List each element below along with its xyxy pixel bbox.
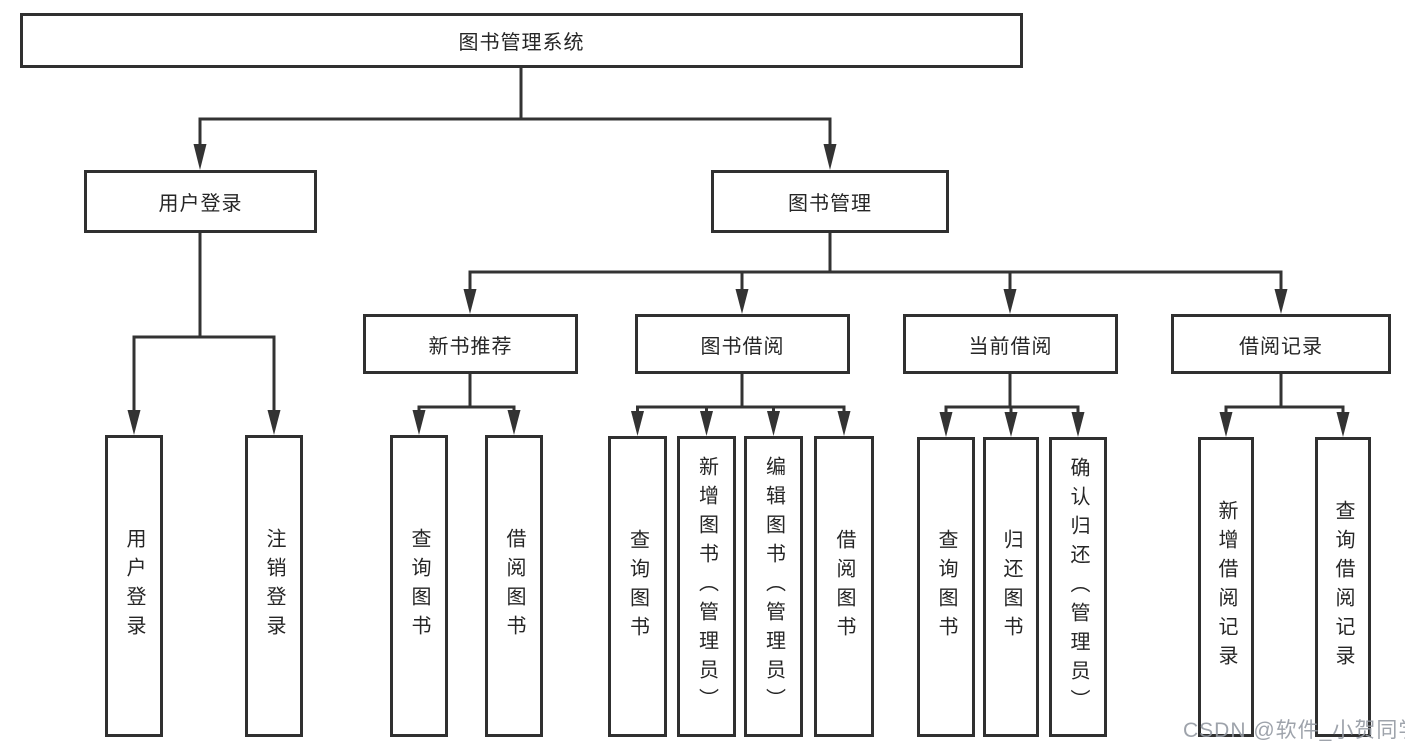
node-leaf-borrow-books-borrowing-label: 借阅图书	[833, 528, 855, 645]
node-leaf-return-books: 归还图书	[983, 437, 1039, 737]
node-leaf-query-books-borrowing: 查询图书	[608, 436, 667, 737]
node-book-borrowing-label: 图书借阅	[700, 335, 785, 358]
node-leaf-add-books-admin: 新增图书（管理员）	[677, 436, 736, 737]
node-leaf-add-borrow-record: 新增借阅记录	[1198, 437, 1254, 737]
node-leaf-logout: 注销登录	[245, 435, 303, 737]
node-leaf-borrow-books-recommend: 借阅图书	[485, 435, 543, 737]
node-leaf-confirm-return-admin: 确认归还（管理员）	[1049, 437, 1107, 737]
csdn-watermark: CSDN @软件_小贺同学	[1183, 719, 1405, 742]
node-leaf-add-books-admin-label: 新增图书（管理员）	[695, 456, 718, 717]
node-leaf-query-books-borrowing-label: 查询图书	[626, 528, 649, 645]
node-leaf-borrow-books-borrowing: 借阅图书	[814, 436, 874, 737]
node-leaf-edit-books-admin: 编辑图书（管理员）	[744, 436, 803, 737]
node-leaf-query-books-current-label: 查询图书	[935, 529, 957, 645]
node-library-system: 图书管理系统	[20, 13, 1023, 68]
node-leaf-user-login: 用户登录	[105, 435, 163, 737]
node-leaf-query-books-current: 查询图书	[917, 437, 975, 737]
node-new-book-recommend-label: 新书推荐	[428, 335, 513, 358]
node-leaf-edit-books-admin-label: 编辑图书（管理员）	[762, 456, 785, 717]
node-leaf-query-books-recommend: 查询图书	[390, 435, 448, 737]
node-user-login-label: 用户登录	[158, 193, 243, 215]
node-leaf-query-books-recommend-label: 查询图书	[408, 528, 430, 644]
node-new-book-recommend: 新书推荐	[363, 314, 578, 374]
node-leaf-query-borrow-record-label: 查询借阅记录	[1332, 500, 1354, 674]
node-leaf-logout-label: 注销登录	[263, 528, 285, 644]
node-leaf-query-borrow-record: 查询借阅记录	[1315, 437, 1371, 737]
node-current-borrowing-label: 当前借阅	[968, 335, 1053, 358]
node-leaf-return-books-label: 归还图书	[1000, 529, 1022, 645]
node-borrowing-records-label: 借阅记录	[1239, 335, 1323, 358]
node-book-management: 图书管理	[711, 170, 949, 233]
node-user-login: 用户登录	[84, 170, 317, 233]
node-book-borrowing: 图书借阅	[635, 314, 850, 374]
node-leaf-borrow-books-recommend-label: 借阅图书	[503, 528, 525, 644]
node-leaf-add-borrow-record-label: 新增借阅记录	[1215, 500, 1237, 674]
node-library-system-label: 图书管理系统	[458, 32, 585, 54]
node-leaf-confirm-return-admin-label: 确认归还（管理员）	[1067, 456, 1089, 718]
node-leaf-user-login-label: 用户登录	[123, 528, 145, 644]
node-book-management-label: 图书管理	[788, 193, 872, 215]
node-borrowing-records: 借阅记录	[1171, 314, 1391, 374]
node-current-borrowing: 当前借阅	[903, 314, 1118, 374]
